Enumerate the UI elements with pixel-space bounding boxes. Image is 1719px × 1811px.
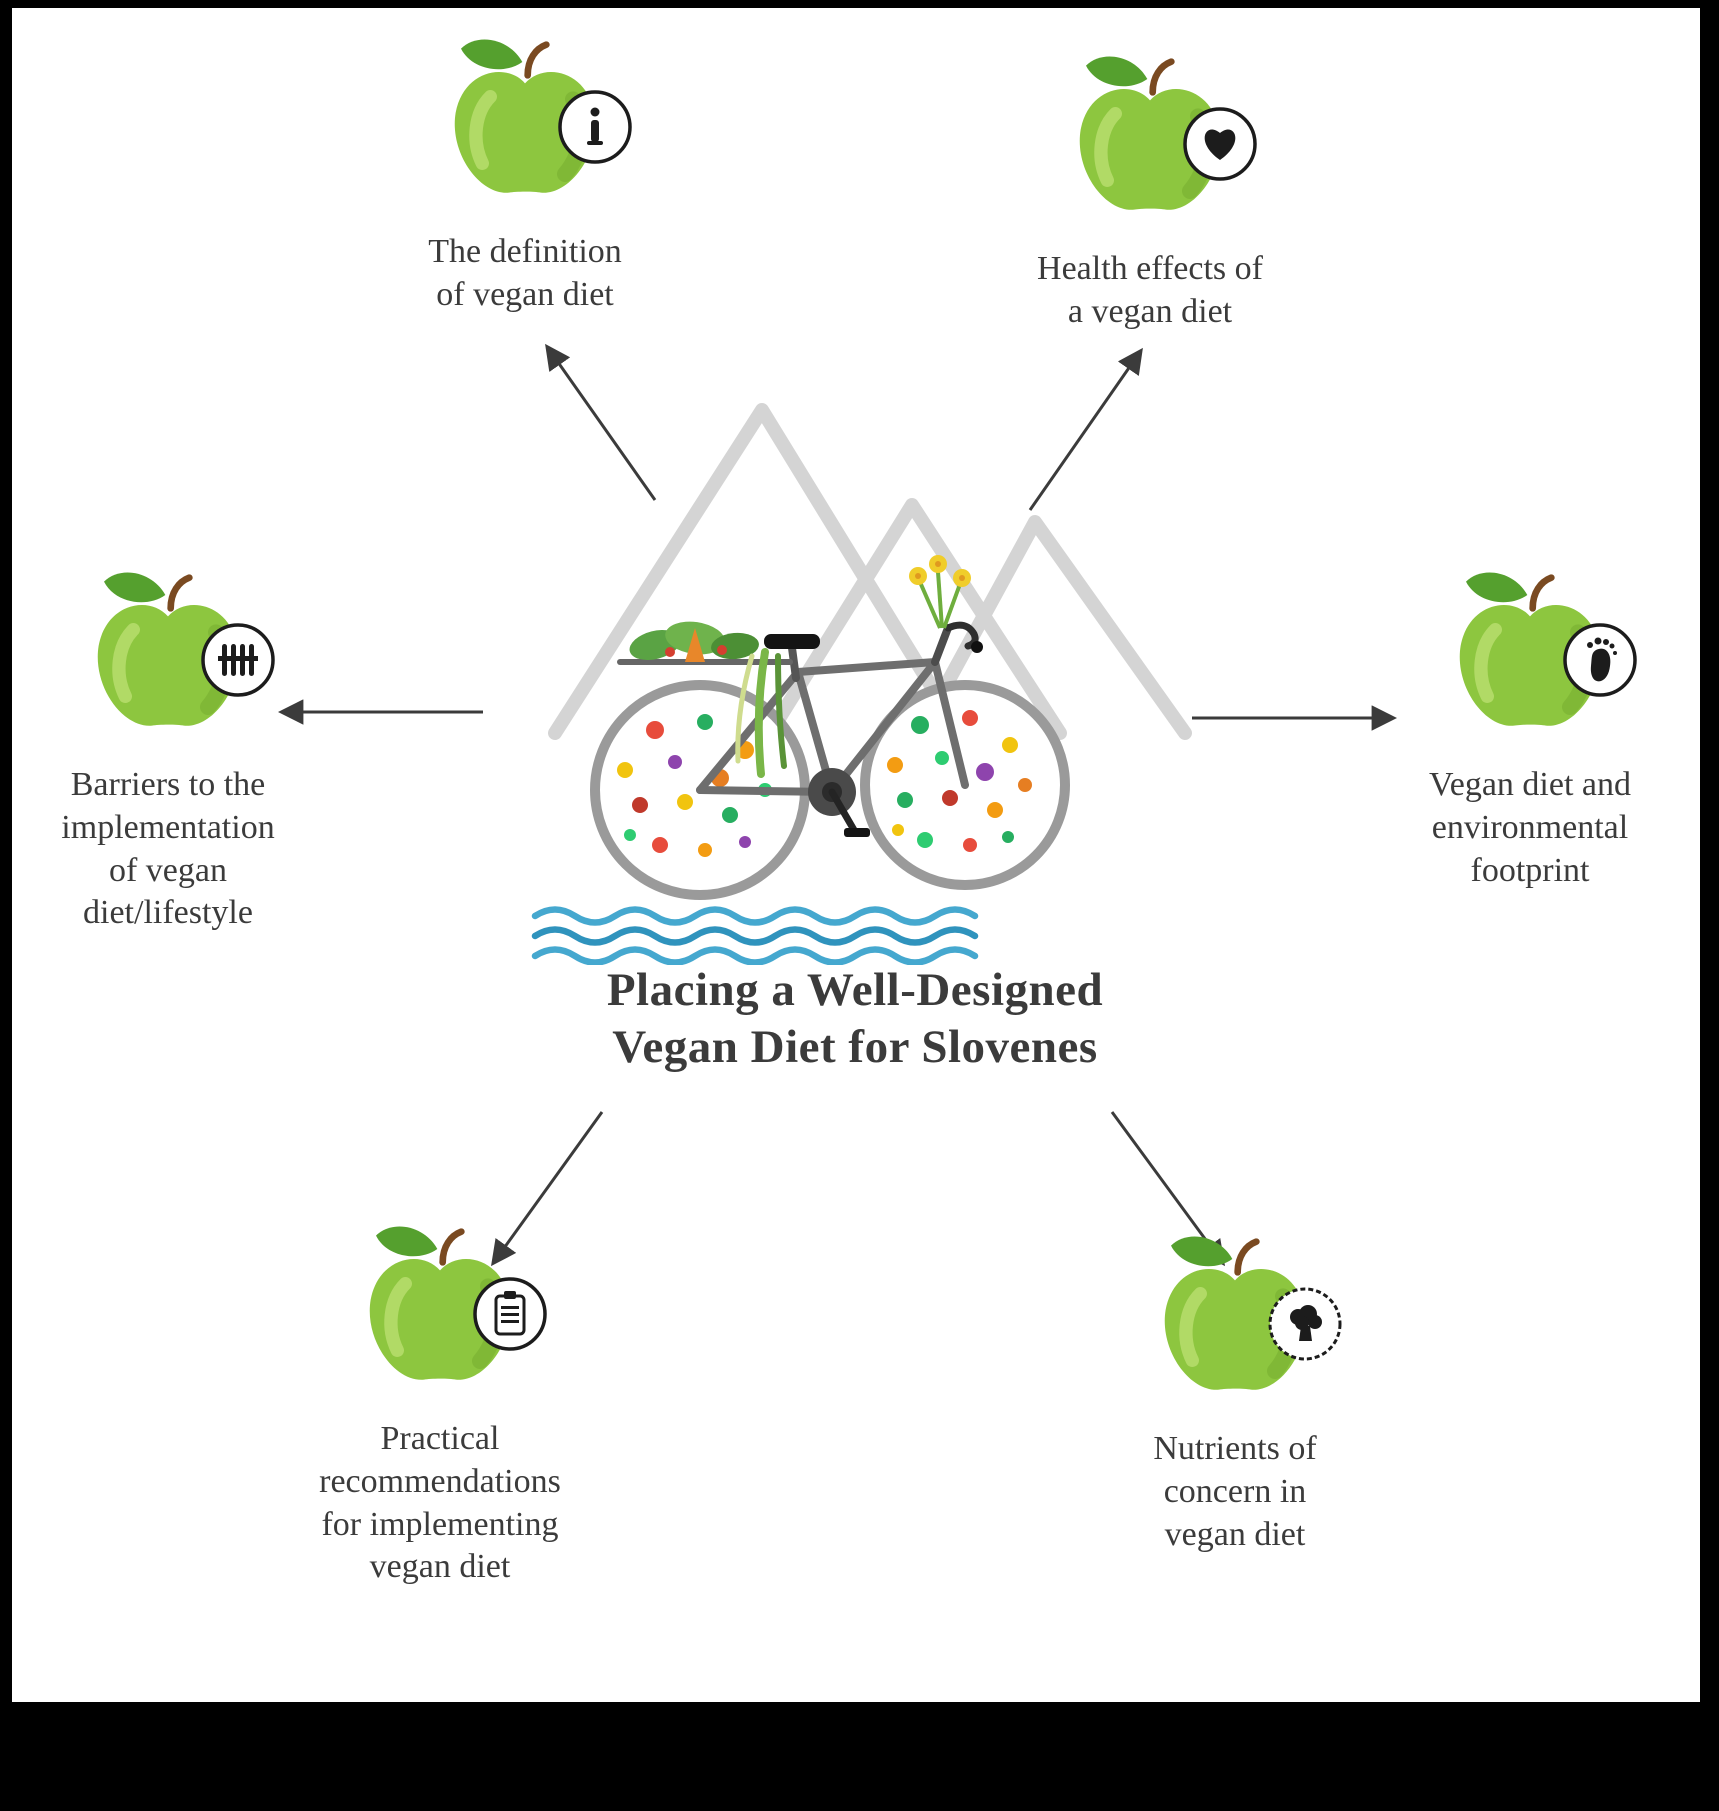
apple-nutrients [1145,1232,1342,1420]
node-health-label: Health effects of a vegan diet [1037,250,1263,330]
node-nutrients: Nutrients of concern in vegan diet [1030,1232,1440,1556]
node-barriers-label: Barriers to the implementation of vegan … [61,766,275,932]
mountains-icon [548,403,1192,740]
apple-definition [435,35,632,223]
bicycle-crank-icon [808,768,870,837]
waves-icon [531,906,979,965]
footprint-icon [1563,623,1637,697]
node-health: Health effects of a vegan diet [920,52,1380,334]
vegetable-basket-icon [617,621,793,778]
apple-environment [1440,568,1637,756]
node-environment: Vegan diet and environmental footprint [1355,568,1705,892]
bicycle-frame-icon [696,624,969,796]
bicycle-seat-icon [764,634,820,649]
node-environment-label: Vegan diet and environmental footprint [1428,766,1632,889]
node-nutrients-label: Nutrients of concern in vegan diet [1153,1430,1317,1553]
node-recommendations-label: Practical recommendations for implementi… [319,1420,561,1586]
apple-recommendations [350,1222,547,1410]
figure-panel [12,8,1700,1702]
node-barriers: Barriers to the implementation of vegan … [8,568,328,935]
node-definition-label: The definition of vegan diet [428,233,622,313]
info-icon [558,90,632,164]
apple-barriers [78,568,275,756]
handlebar-flowers-icon [909,555,983,653]
heart-icon [1183,107,1257,181]
apple-icon [454,39,596,193]
figure-title-line1: Placing a Well-Designed [606,964,1104,1016]
broccoli-icon [1268,1287,1342,1361]
figure-title-line2: Vegan Diet for Slovenes [612,1021,1098,1074]
node-recommendations: Practical recommendations for implementi… [235,1222,645,1589]
figure-title: Placing a Well-Designed Vegan Diet for S… [440,962,1270,1077]
bicycle-mountain-illustration [531,403,1192,965]
clipboard-icon [473,1277,547,1351]
fence-icon [201,623,275,697]
apple-health [1060,52,1257,240]
node-definition: The definition of vegan diet [330,35,720,317]
